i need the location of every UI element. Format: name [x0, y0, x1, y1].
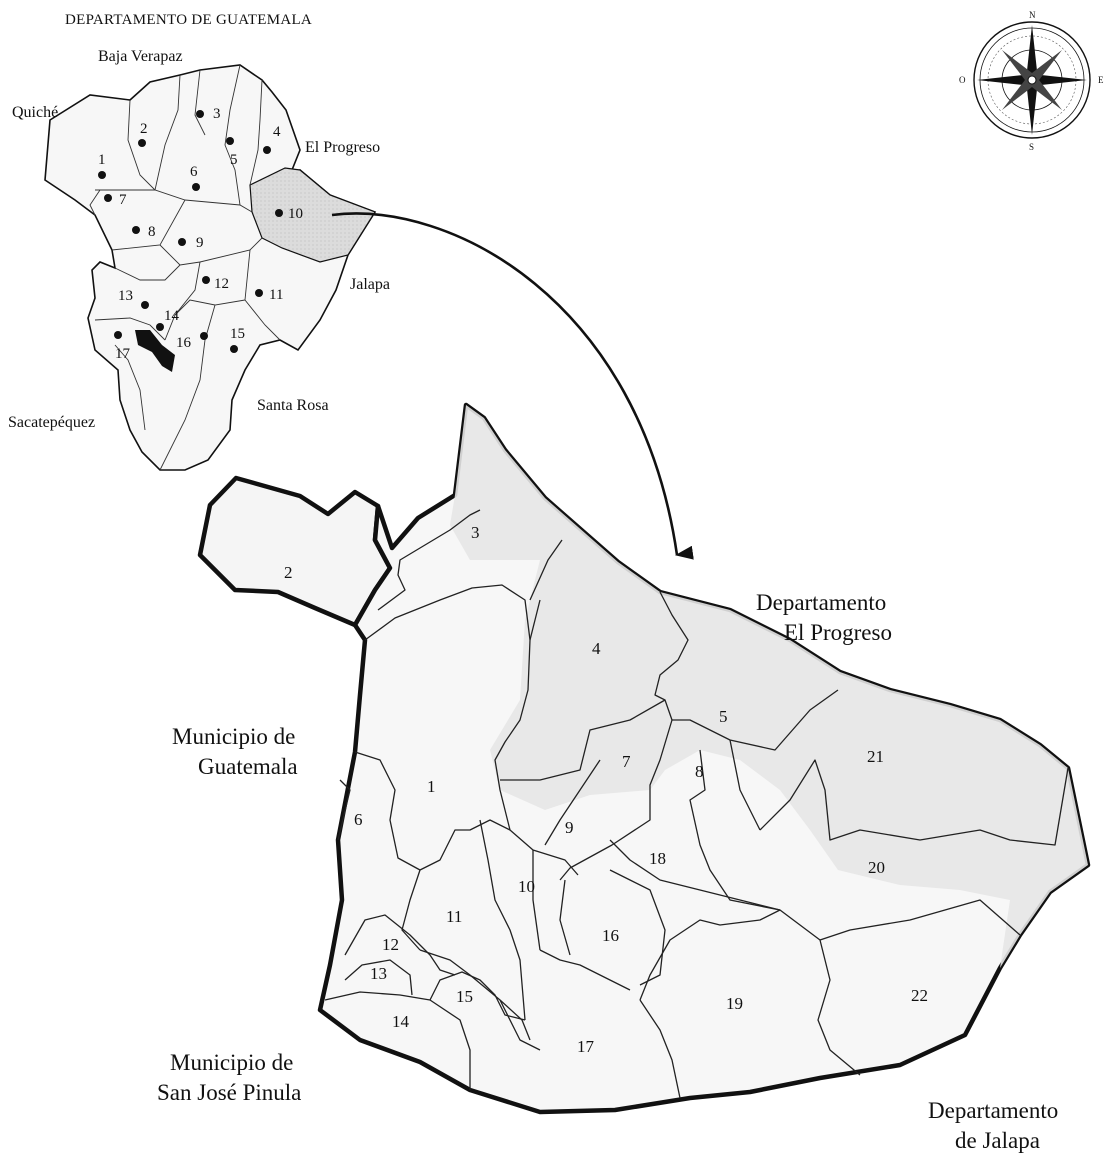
inset-map: DEPARTAMENTO DE GUATEMALA [8, 12, 390, 471]
label-el-progreso-line1: Departamento [756, 590, 886, 615]
zone-num-4: 4 [592, 639, 601, 658]
zone-num-14: 14 [392, 1012, 410, 1031]
compass-west: O [959, 75, 966, 85]
inset-municipio-numbers: 1 2 3 4 5 6 7 8 9 10 11 12 13 14 15 16 1… [98, 106, 303, 362]
inset-num-9: 9 [196, 235, 204, 251]
inset-title: DEPARTAMENTO DE GUATEMALA [65, 12, 312, 28]
inset-num-1: 1 [98, 152, 106, 168]
zone-num-16: 16 [602, 926, 619, 945]
zone-numbers: 1 2 3 4 5 6 7 8 9 10 11 12 13 14 15 16 1… [284, 523, 928, 1056]
inset-label-el-progreso: El Progreso [305, 139, 380, 156]
inset-num-14: 14 [164, 308, 180, 324]
zone-num-20: 20 [868, 858, 885, 877]
inset-municipio-dots [98, 110, 283, 353]
zone-num-10: 10 [518, 877, 535, 896]
inset-num-17: 17 [115, 346, 131, 362]
zone-2-region [197, 475, 393, 628]
zone-num-15: 15 [456, 987, 473, 1006]
zone-num-22: 22 [911, 986, 928, 1005]
zone-num-6: 6 [354, 810, 363, 829]
inset-num-7: 7 [119, 192, 127, 208]
label-jalapa-line1: Departamento [928, 1098, 1058, 1123]
compass-south: S [1029, 142, 1034, 152]
zone-num-2: 2 [284, 563, 293, 582]
compass-rose: N S O E [959, 10, 1104, 152]
zone-num-12: 12 [382, 935, 399, 954]
zone-num-3: 3 [471, 523, 480, 542]
inset-num-8: 8 [148, 224, 156, 240]
inset-department-outline [44, 64, 377, 471]
label-san-jose-line2: San José Pinula [157, 1080, 301, 1105]
inset-municipio-borders [89, 64, 281, 471]
label-san-jose-line1: Municipio de [170, 1050, 293, 1075]
inset-label-santa-rosa: Santa Rosa [257, 397, 329, 414]
zone-borders [324, 509, 1069, 1099]
zone-num-19: 19 [726, 994, 743, 1013]
inset-num-4: 4 [273, 124, 281, 140]
zone-num-8: 8 [695, 762, 704, 781]
inset-label-quiche: Quiché [12, 104, 58, 121]
label-guatemala-line1: Municipio de [172, 724, 295, 749]
inset-label-baja-verapaz: Baja Verapaz [98, 48, 183, 65]
inset-num-11: 11 [269, 287, 283, 303]
inset-label-jalapa: Jalapa [350, 276, 390, 293]
inset-guatemala-city [135, 330, 175, 372]
inset-municipio-10-highlight [249, 167, 376, 263]
compass-east: E [1098, 75, 1104, 85]
inset-num-15: 15 [230, 326, 245, 342]
inset-num-10: 10 [288, 206, 303, 222]
zone-num-1: 1 [427, 777, 436, 796]
inset-label-sacatepequez: Sacatepéquez [8, 414, 95, 431]
zone-num-9: 9 [565, 818, 574, 837]
inset-num-3: 3 [213, 106, 221, 122]
zone-num-13: 13 [370, 964, 387, 983]
compass-north: N [1029, 10, 1036, 20]
inset-num-16: 16 [176, 335, 192, 351]
inset-num-6: 6 [190, 164, 198, 180]
zone-num-17: 17 [577, 1037, 595, 1056]
inset-num-2: 2 [140, 121, 148, 137]
inset-num-5: 5 [230, 152, 238, 168]
label-jalapa-line2: de Jalapa [955, 1128, 1040, 1153]
zone-shade-north [450, 405, 1088, 968]
main-map: 1 2 3 4 5 6 7 8 9 10 11 12 13 14 15 16 1… [157, 402, 1091, 1153]
inset-num-12: 12 [214, 276, 229, 292]
callout-arrow [331, 212, 694, 560]
zone-num-18: 18 [649, 849, 666, 868]
label-el-progreso-line2: El Progreso [784, 620, 892, 645]
zone-num-5: 5 [719, 707, 728, 726]
inset-num-13: 13 [118, 288, 133, 304]
zone-num-11: 11 [446, 907, 462, 926]
zone-num-7: 7 [622, 752, 631, 771]
zone-num-21: 21 [867, 747, 884, 766]
label-guatemala-line2: Guatemala [198, 754, 298, 779]
